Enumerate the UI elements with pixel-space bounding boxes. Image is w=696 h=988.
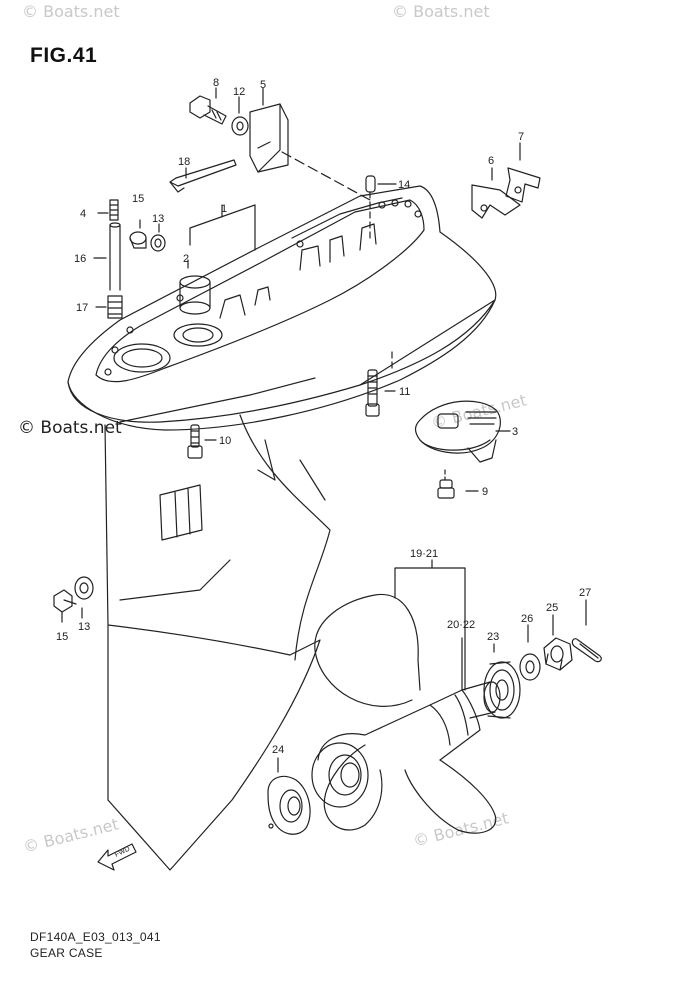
part-23-spacer [483, 643, 521, 719]
part-26-washer [519, 624, 541, 681]
gear-case-housing [67, 185, 497, 871]
propeller [311, 559, 501, 834]
part-label: 15 [132, 193, 144, 205]
part-label: 5 [260, 79, 266, 91]
part-10-bolt [187, 424, 217, 459]
part-label: 19·21 [410, 548, 438, 560]
part-8-bolt [189, 87, 227, 125]
part-label: 27 [579, 587, 591, 599]
part-label: 1 [221, 203, 227, 215]
part-15-plug-upper [129, 219, 147, 249]
part-label: 8 [213, 77, 219, 89]
part-label: 26 [521, 613, 533, 625]
bracket-1 [189, 204, 256, 251]
part-13-washer-lower [74, 576, 94, 619]
part-label: 13 [152, 213, 164, 225]
part-label: 4 [80, 208, 86, 220]
part-label: 20·22 [447, 619, 475, 631]
part-label: 18 [178, 156, 190, 168]
part-label: 16 [74, 253, 86, 265]
part-labels: 1 2 3 4 5 6 7 8 9 10 11 12 13 13 14 15 1… [56, 77, 591, 859]
part-label: 25 [546, 602, 558, 614]
part-label: 7 [518, 131, 524, 143]
part-label: 10 [219, 435, 231, 447]
part-label: 15 [56, 631, 68, 643]
part-label: 13 [78, 621, 90, 633]
part-7-clip [505, 142, 541, 203]
part-24-washer [267, 757, 311, 835]
part-15-plug-lower [53, 589, 77, 623]
figure-caption: GEAR CASE [30, 946, 103, 960]
part-12-washer [231, 96, 249, 136]
part-5-anode [249, 87, 289, 173]
part-label: 24 [272, 744, 284, 756]
part-label: 3 [512, 426, 518, 438]
part-6-clip [471, 167, 521, 219]
part-11-bolt [365, 351, 396, 417]
figure-title: FIG.41 [30, 44, 98, 67]
part-27-cotter-pin [571, 599, 602, 663]
part-label: 11 [399, 386, 410, 398]
part-16-tube [93, 222, 121, 291]
part-label: 23 [487, 631, 499, 643]
part-25-nut [543, 614, 573, 671]
part-label: 6 [488, 155, 494, 167]
part-label: 12 [233, 86, 245, 98]
part-label: 9 [482, 486, 488, 498]
part-3-trim-tab [414, 400, 511, 463]
part-18-wire [169, 159, 237, 193]
watermark: © Boats.net [22, 2, 120, 21]
part-14-pin [281, 151, 397, 241]
part-4-fitting [97, 199, 119, 221]
fwd-direction-arrow [97, 843, 137, 871]
part-9-bolt [437, 469, 479, 499]
part-17-fitting [95, 295, 123, 319]
watermark-center: © Boats.net [18, 418, 122, 438]
watermark: © Boats.net [392, 2, 490, 21]
part-label: 2 [183, 253, 189, 265]
part-label: 14 [398, 179, 410, 191]
part-13-washer-upper [150, 223, 166, 252]
figure-code: DF140A_E03_013_041 [30, 930, 161, 944]
part-label: 17 [76, 302, 88, 314]
bearing-2 [179, 259, 211, 315]
